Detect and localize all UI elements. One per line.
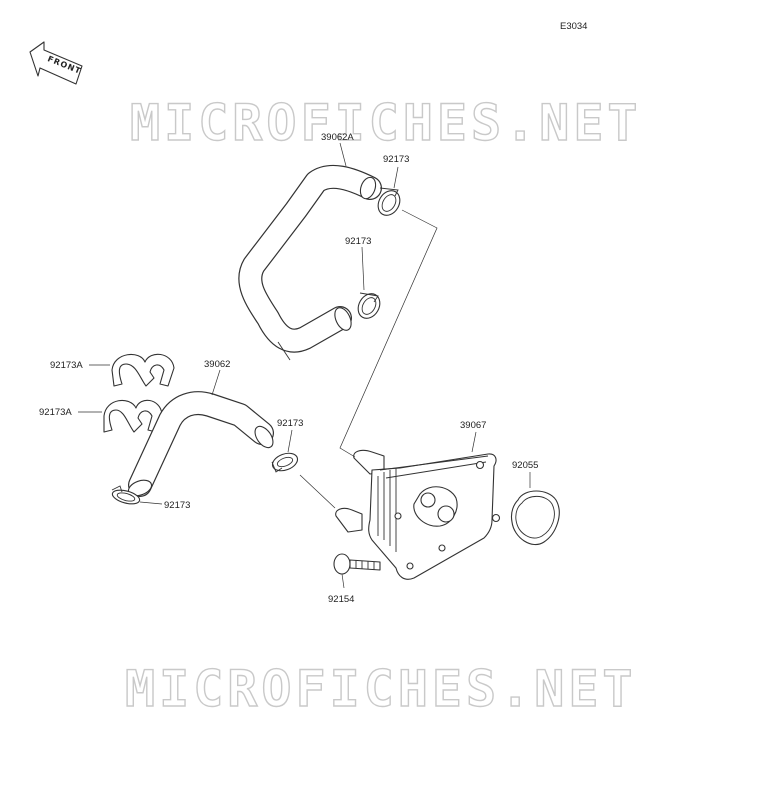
bolt[interactable] <box>333 553 381 575</box>
label-bolt[interactable]: 92154 <box>328 594 354 605</box>
label-hose-upper[interactable]: 39062A <box>321 132 354 143</box>
label-clamp-1[interactable]: 92173 <box>383 154 409 165</box>
oil-cooler[interactable] <box>335 449 501 580</box>
clip-lower[interactable] <box>103 399 163 433</box>
clamp-3[interactable] <box>111 485 141 506</box>
label-clip-upper[interactable]: 92173A <box>50 360 83 371</box>
hose-upper[interactable] <box>238 164 382 361</box>
diagram-code: E3034 <box>560 21 587 32</box>
leader-lines <box>78 142 531 589</box>
connection-lines <box>299 209 438 509</box>
watermark-bottom: MICROFICHES.NET <box>125 660 637 718</box>
hose-lower[interactable] <box>126 391 276 499</box>
label-clamp-4[interactable]: 92173 <box>277 418 303 429</box>
watermark-top: MICROFICHES.NET <box>130 94 642 152</box>
clamp-2[interactable] <box>354 290 384 323</box>
front-arrow-icon: FRONT <box>29 41 83 85</box>
label-clip-lower[interactable]: 92173A <box>39 407 72 418</box>
label-o-ring[interactable]: 92055 <box>512 460 538 471</box>
label-clamp-3[interactable]: 92173 <box>164 500 190 511</box>
clip-upper[interactable] <box>111 353 175 387</box>
label-clamp-2[interactable]: 92173 <box>345 236 371 247</box>
clamp-4[interactable] <box>270 450 300 474</box>
label-oil-cooler[interactable]: 39067 <box>460 420 486 431</box>
clamp-1[interactable] <box>374 187 404 220</box>
o-ring[interactable] <box>510 490 560 546</box>
label-hose-lower[interactable]: 39062 <box>204 359 230 370</box>
